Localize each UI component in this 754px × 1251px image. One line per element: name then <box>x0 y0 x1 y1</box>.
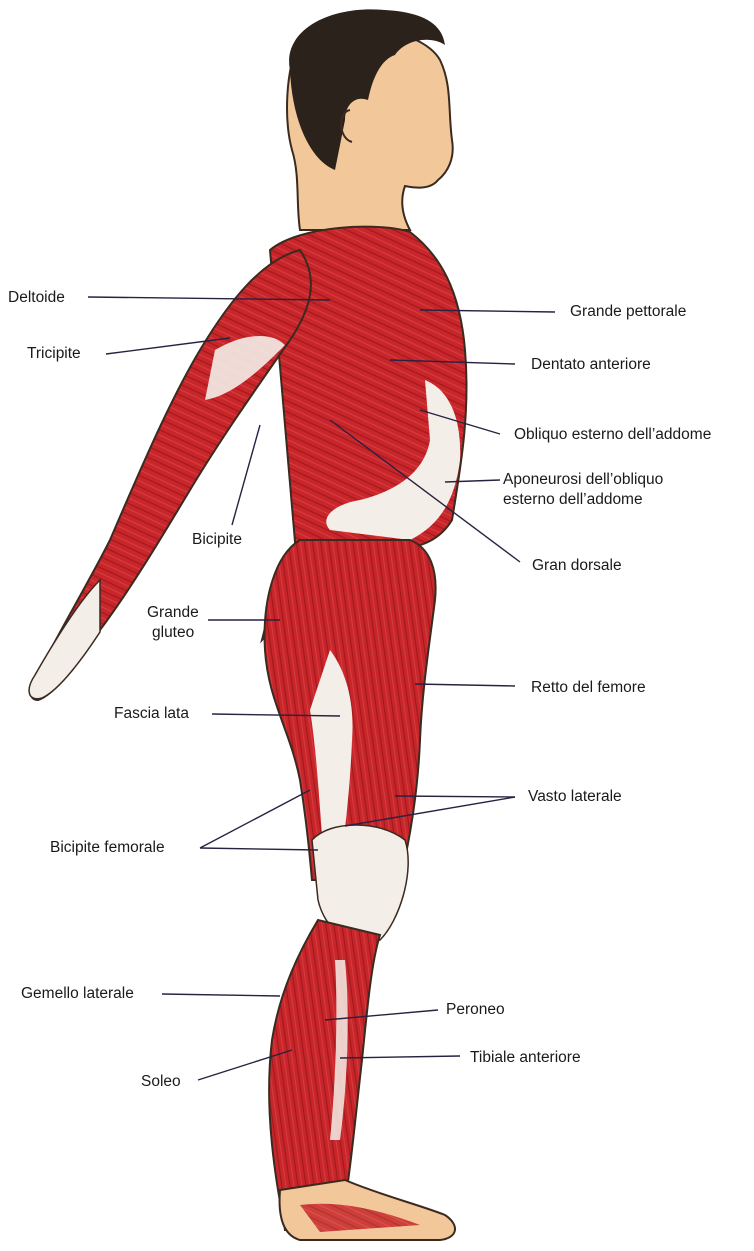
label-aponeurosi-1: Aponeurosi dell’obliquo <box>503 470 663 489</box>
label-bicipite-femorale: Bicipite femorale <box>50 838 165 857</box>
leader-bicipite-femorale-2 <box>200 848 318 850</box>
label-fascia-lata: Fascia lata <box>114 704 189 723</box>
label-grande-pettorale: Grande pettorale <box>570 302 686 321</box>
label-dentato-anteriore: Dentato anteriore <box>531 355 651 374</box>
label-tricipite: Tricipite <box>27 344 81 363</box>
label-retto-femore: Retto del femore <box>531 678 646 697</box>
label-bicipite: Bicipite <box>192 530 242 549</box>
leader-vasto-1 <box>395 796 515 797</box>
hand <box>29 580 100 699</box>
body-silhouette <box>29 9 466 1240</box>
label-aponeurosi-2: esterno dell’addome <box>503 490 643 509</box>
label-tibiale-anteriore: Tibiale anteriore <box>470 1048 581 1067</box>
label-gran-dorsale: Gran dorsale <box>532 556 622 575</box>
leader-retto-femore <box>415 684 515 686</box>
label-peroneo: Peroneo <box>446 1000 505 1019</box>
label-grande-gluteo-2: gluteo <box>152 623 194 642</box>
label-gemello-laterale: Gemello laterale <box>21 984 134 1003</box>
leader-bicipite-femorale-1 <box>200 790 310 848</box>
label-grande-gluteo-1: Grande <box>147 603 199 622</box>
leader-bicipite <box>232 425 260 525</box>
label-soleo: Soleo <box>141 1072 181 1091</box>
leader-gemello <box>162 994 280 996</box>
label-obliquo-esterno: Obliquo esterno dell’addome <box>514 425 711 444</box>
label-deltoide: Deltoide <box>8 288 65 307</box>
label-vasto-laterale: Vasto laterale <box>528 787 622 806</box>
